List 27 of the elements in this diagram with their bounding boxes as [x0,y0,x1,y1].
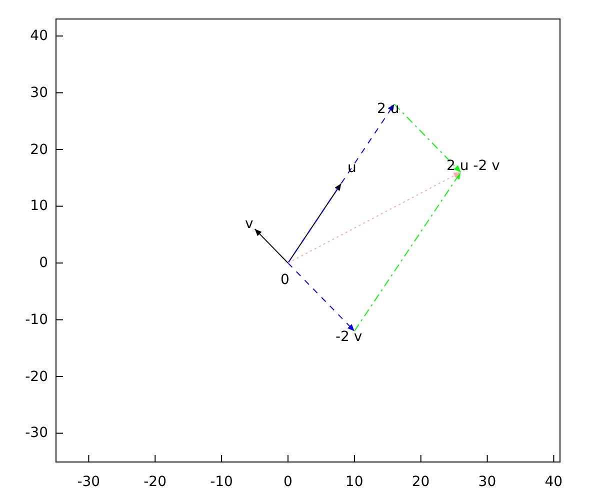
tick-label: -10 [210,474,233,490]
tick-label: -10 [25,312,48,328]
tick-label: 40 [30,28,48,44]
vector-arrow [288,262,355,332]
point-label: v [245,216,254,232]
point-label: 0 [280,272,290,288]
vector-arrow [254,228,288,264]
tick-label: 20 [412,474,430,490]
tick-label: -30 [77,474,100,490]
point-label: -2 v [336,329,362,345]
tick-label: 0 [39,255,48,271]
vector-arrow [288,104,395,264]
vector-arrow [394,104,462,173]
tick-label: 10 [345,474,364,490]
point-label: 2 u -2 v [446,158,500,174]
tick-label: 10 [30,198,48,214]
tick-label: 40 [544,474,563,490]
tick-label: 20 [30,142,48,158]
vector-arrow [288,172,462,264]
tick-label: -20 [25,368,48,384]
tick-label: -30 [25,425,48,442]
tick-label: -20 [144,474,166,490]
tick-label: 30 [30,84,48,101]
tick-label: 0 [284,474,292,490]
point-label: u [348,160,356,176]
tick-label: 30 [478,474,496,490]
vector-arrow [354,172,462,332]
